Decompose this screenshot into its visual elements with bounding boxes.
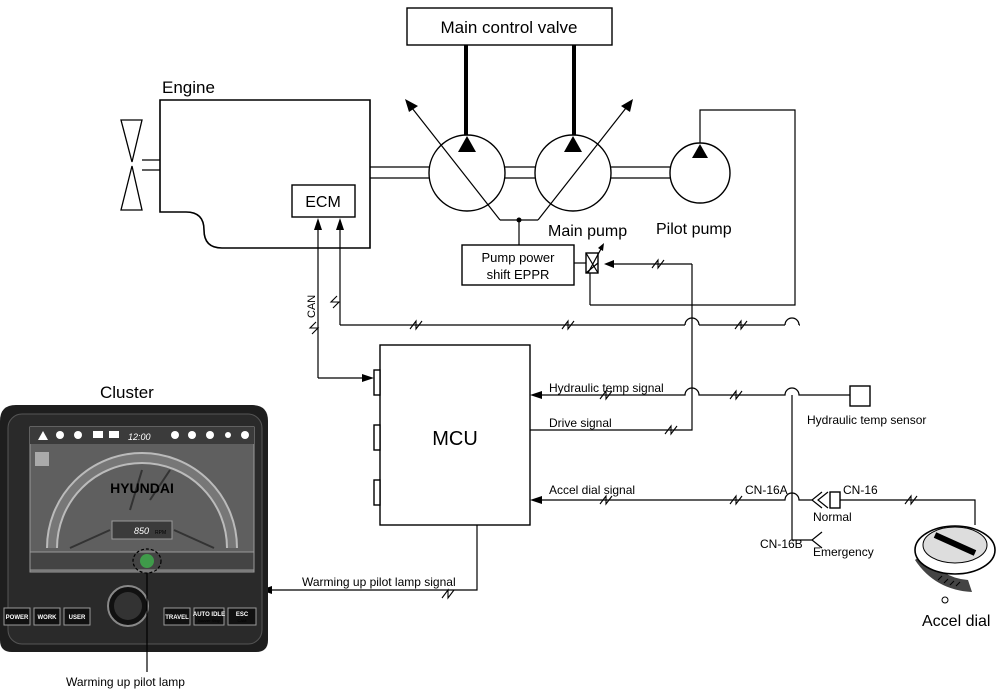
fan-icon	[120, 119, 160, 211]
cn16a-label: CN-16A	[745, 483, 788, 497]
eppr-label-1: Pump power	[482, 250, 556, 265]
pilot-pump-label: Pilot pump	[656, 221, 732, 238]
cluster-button-travel: TRAVEL	[165, 615, 189, 621]
accel-dial-label: Accel dial	[922, 613, 990, 630]
accel-dial-icon	[914, 525, 996, 604]
cluster-button-auto-idle: AUTO IDLE	[193, 612, 225, 618]
cluster-clock: 12:00	[128, 432, 151, 442]
cluster-button-user: USER	[69, 615, 86, 621]
cluster-button-work: WORK	[38, 615, 58, 621]
cn16-label: CN-16	[843, 483, 878, 497]
pilot-pump	[669, 142, 731, 204]
cluster-button-auto-idle-sub: Buzzer Stop	[198, 618, 221, 623]
cluster-button-power: POWER	[6, 615, 29, 621]
hydraulic-sensor-label: Hydraulic temp sensor	[807, 413, 926, 427]
cluster: 12:00 HYUNDAI 850 RPM	[0, 405, 268, 652]
eppr-solenoid	[574, 243, 604, 274]
can-label: CAN	[306, 295, 318, 318]
warming-signal-label: Warming up pilot lamp signal	[302, 575, 456, 589]
connector-emergency	[811, 531, 823, 549]
cluster-rpm-unit: RPM	[155, 530, 166, 536]
main-pump-1	[428, 134, 506, 212]
break-marks	[308, 258, 918, 600]
mcu-box: MCU	[373, 344, 531, 526]
main-pump-label: Main pump	[548, 223, 627, 240]
cluster-button-esc: ESC	[236, 612, 249, 618]
mcu-label: MCU	[432, 428, 478, 450]
engine-label: Engine	[162, 78, 215, 97]
cluster-brand: HYUNDAI	[110, 480, 174, 496]
cluster-buttons: POWER WORK USER TRAVEL AUTO IDLE Buzzer …	[3, 607, 257, 626]
cn16b-label: CN-16B	[760, 537, 803, 551]
cluster-button-esc-sub: CAM	[238, 618, 247, 623]
drive-signal-label: Drive signal	[549, 416, 612, 430]
accel-signal-label: Accel dial signal	[549, 483, 635, 497]
eppr-box: Pump power shift EPPR	[461, 244, 575, 286]
ecm-box: ECM	[291, 184, 356, 218]
normal-label: Normal	[813, 510, 852, 524]
main-pump-2	[534, 134, 612, 212]
cluster-rpm: 850	[134, 526, 149, 536]
emergency-label: Emergency	[813, 545, 874, 559]
hydraulic-temp-sensor	[849, 385, 871, 407]
main-control-valve: Main control valve	[406, 7, 613, 46]
eppr-label-2: shift EPPR	[487, 267, 550, 282]
engine-block: Engine	[159, 78, 371, 249]
warming-pilot-lamp-icon	[140, 554, 154, 568]
main-control-valve-label: Main control valve	[440, 18, 577, 37]
ecm-label: ECM	[305, 194, 341, 211]
warming-lamp-label: Warming up pilot lamp	[66, 675, 185, 689]
connector-normal	[811, 491, 841, 509]
hydraulic-signal-label: Hydraulic temp signal	[549, 381, 664, 395]
cluster-label: Cluster	[100, 383, 154, 402]
cluster-warning-icons	[38, 431, 249, 440]
